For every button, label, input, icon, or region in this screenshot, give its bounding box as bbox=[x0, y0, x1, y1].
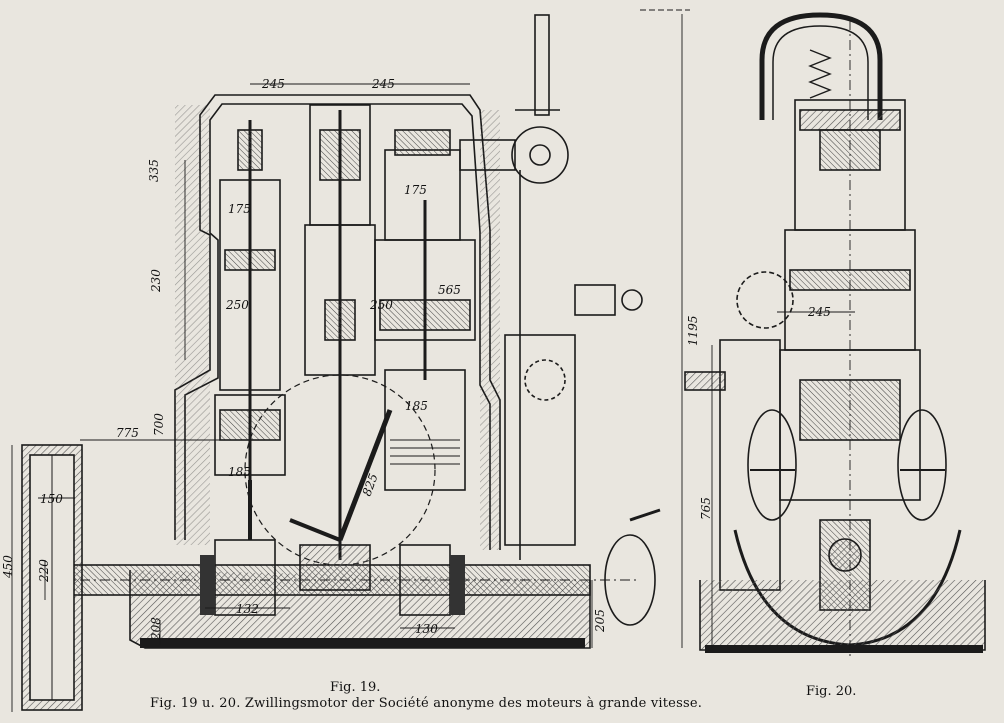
dim-175-left: 175 bbox=[228, 202, 251, 216]
dim-220: 220 bbox=[37, 559, 51, 583]
fig19-section-view bbox=[11, 9, 690, 712]
dim-185-right: 185 bbox=[405, 399, 428, 413]
dim-250-left: 250 bbox=[225, 298, 249, 312]
dim-185-left: 185 bbox=[228, 465, 251, 479]
dim-775: 775 bbox=[116, 426, 139, 440]
dim-230: 230 bbox=[149, 269, 163, 293]
fig20-side-view bbox=[684, 12, 986, 660]
dim-top-right: 245 bbox=[371, 77, 395, 91]
dim-208: 208 bbox=[149, 617, 163, 641]
fig19-label: Fig. 19. bbox=[330, 680, 381, 695]
dim-132: 132 bbox=[236, 602, 259, 616]
dim-205: 205 bbox=[593, 609, 607, 633]
dim-1195: 1195 bbox=[686, 315, 700, 346]
dim-245-fig20: 245 bbox=[807, 305, 831, 319]
dim-130: 130 bbox=[415, 622, 438, 636]
dim-765: 765 bbox=[699, 497, 713, 520]
dim-700: 700 bbox=[152, 413, 166, 436]
dim-150: 150 bbox=[40, 492, 63, 506]
fig20-label: Fig. 20. bbox=[806, 684, 857, 699]
dimension-labels: 245 245 335 175 175 230 250 250 565 1195… bbox=[1, 77, 831, 641]
dim-top-left: 245 bbox=[261, 77, 285, 91]
dim-250-mid: 250 bbox=[369, 298, 393, 312]
dim-335: 335 bbox=[147, 159, 161, 182]
dim-175-right: 175 bbox=[404, 183, 427, 197]
dim-565: 565 bbox=[438, 283, 461, 297]
figure-caption: Fig. 19 u. 20. Zwillingsmotor der Sociét… bbox=[150, 696, 703, 711]
dim-450: 450 bbox=[1, 555, 15, 579]
